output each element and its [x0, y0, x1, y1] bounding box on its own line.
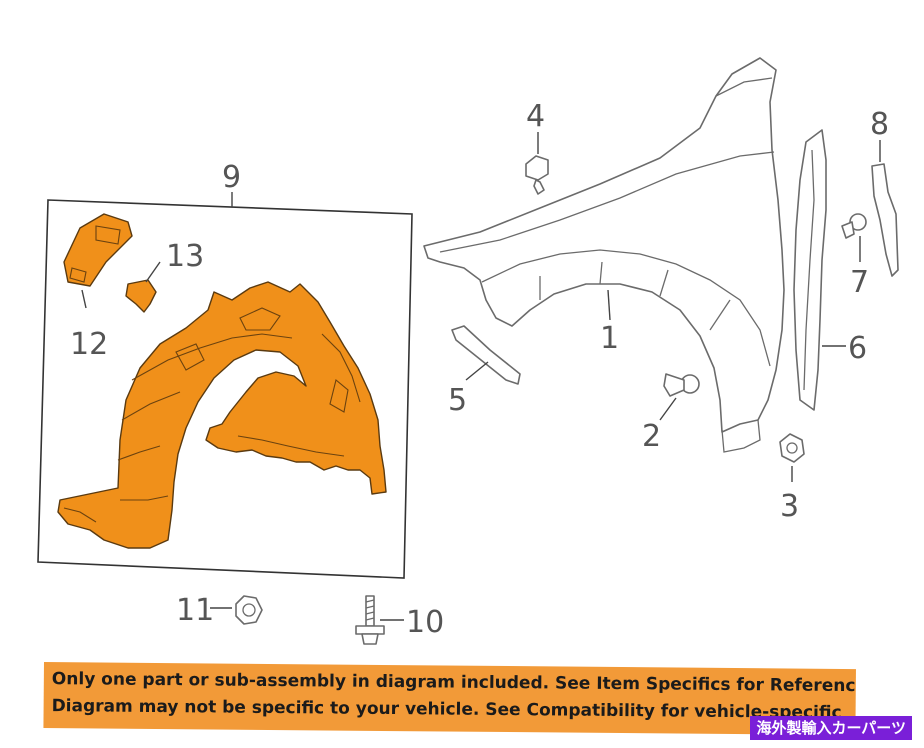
store-badge: 海外製輸入カーパーツ	[750, 716, 912, 740]
strip-6	[793, 129, 827, 411]
callout-12: 12	[70, 327, 108, 362]
screw-10	[355, 595, 385, 645]
bolt-4	[525, 155, 549, 195]
leader-12	[81, 289, 87, 309]
fender-panel	[423, 57, 785, 453]
disclaimer-line-2: Diagram may not be specific to your vehi…	[51, 696, 842, 723]
callout-4: 4	[526, 99, 545, 134]
clip-13	[125, 279, 157, 313]
seal-5	[451, 325, 521, 385]
callout-2: 2	[642, 419, 661, 454]
callout-11: 11	[176, 593, 214, 628]
disclaimer-banner: Only one part or sub-assembly in diagram…	[43, 662, 856, 736]
nut-11	[235, 595, 263, 625]
callout-3: 3	[780, 489, 799, 524]
leader-2	[659, 397, 677, 421]
callout-9: 9	[222, 160, 241, 195]
callout-6: 6	[848, 331, 867, 366]
assembly-box-9	[37, 199, 413, 579]
callout-5: 5	[448, 383, 467, 418]
callout-8: 8	[870, 107, 889, 142]
nut-3	[779, 433, 805, 463]
leader-1	[607, 289, 611, 321]
bracket-12	[63, 213, 133, 287]
rivet-2	[663, 373, 700, 397]
callout-1: 1	[600, 321, 619, 356]
callout-13: 13	[166, 239, 204, 274]
leader-5	[465, 361, 489, 381]
leader-13	[145, 261, 161, 283]
callout-10: 10	[406, 605, 444, 640]
callout-7: 7	[850, 265, 869, 300]
fender-liner	[57, 281, 387, 549]
bracket-8	[871, 163, 899, 277]
clip-7	[841, 213, 867, 239]
